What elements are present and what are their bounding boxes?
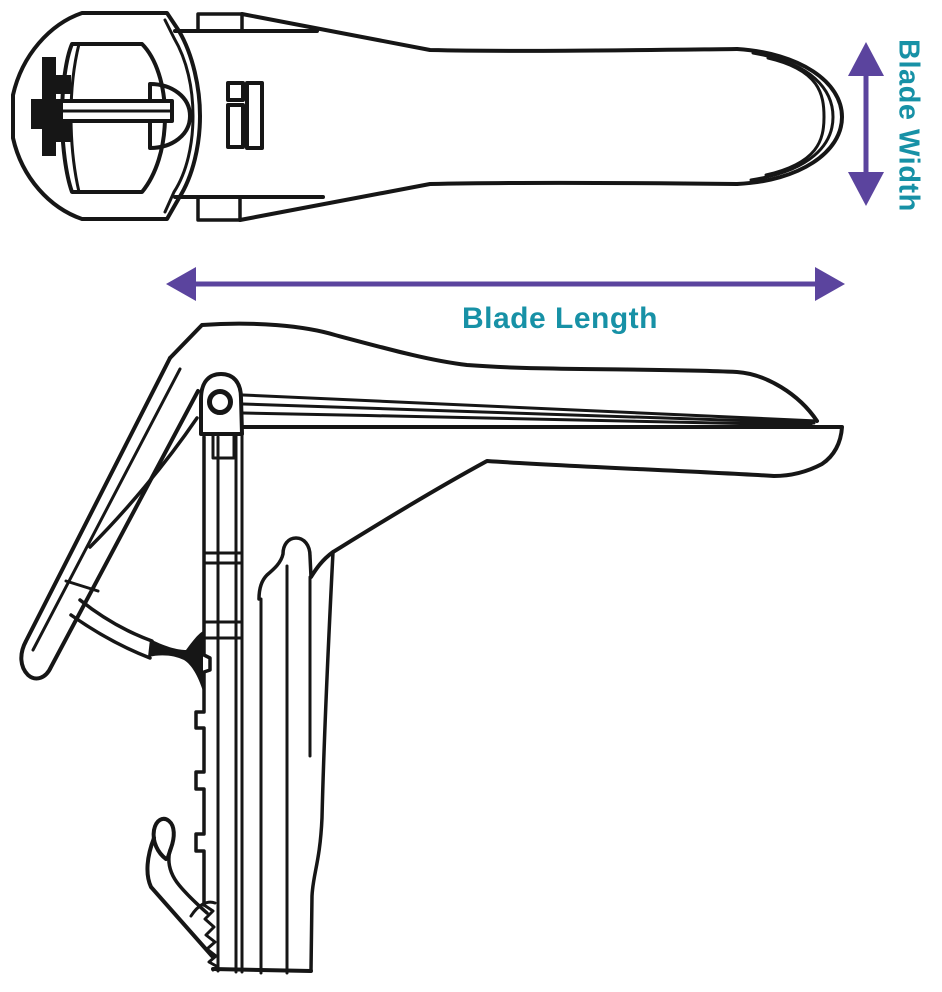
blade-bottom-wedge <box>196 195 242 222</box>
lever-bar-divider <box>64 579 100 593</box>
blade-width-label: Blade Width <box>892 38 925 212</box>
blade-bottom-taper <box>238 180 739 222</box>
lever-front-curve <box>88 416 199 549</box>
arrow-down-icon <box>848 172 884 206</box>
arrow-right-icon <box>815 267 845 301</box>
side-view-drawing <box>19 321 844 975</box>
serration-fillet <box>189 900 217 918</box>
handle-bottom-edge <box>211 967 313 973</box>
serrated-edge <box>202 903 220 972</box>
release-lever <box>69 598 154 660</box>
vent-slots <box>226 81 264 150</box>
handle-dividers <box>202 551 244 640</box>
ratchet-rack-edge <box>194 435 212 907</box>
handle-vertical-lines <box>216 426 312 975</box>
handle-right-edge <box>309 550 335 972</box>
arrow-left-icon <box>166 267 196 301</box>
blade-length-label: Blade Length <box>461 302 658 335</box>
release-hook <box>145 816 214 958</box>
top-view-drawing <box>11 11 844 222</box>
pivot-screw <box>207 389 233 415</box>
upper-blade-cover <box>168 321 819 423</box>
blade-width-arrow <box>848 42 884 206</box>
lever-bar-midline <box>31 367 182 652</box>
upper-blade-underside <box>241 393 819 427</box>
blade-tip-outer <box>735 47 844 186</box>
shell-inner-wall <box>163 18 195 214</box>
blade-top-taper <box>240 12 739 53</box>
blade-tip-inner <box>764 56 826 177</box>
arrow-up-icon <box>848 42 884 76</box>
pivot-lower-tab <box>211 432 236 460</box>
blade-length-arrow <box>166 267 845 301</box>
blade-top-wedge <box>196 12 244 33</box>
ratchet-mechanism <box>31 57 71 156</box>
blade-tip-mid <box>749 51 835 182</box>
shell-outline <box>11 11 202 221</box>
lever-joint-wedge <box>148 631 203 691</box>
thumb-ridge <box>257 536 313 601</box>
lever-bar-outline <box>19 356 200 681</box>
screw-pocket <box>148 82 192 150</box>
pivot-housing <box>199 372 244 436</box>
